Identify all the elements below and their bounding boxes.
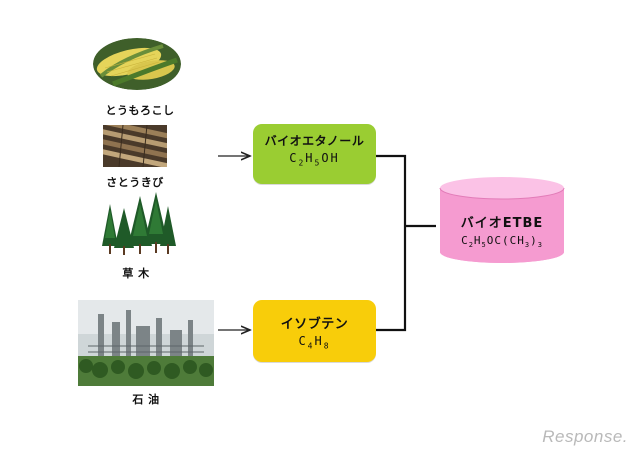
response-watermark: Response.: [542, 427, 628, 446]
corn-photo: [93, 38, 181, 90]
refinery-photo: [78, 300, 214, 386]
etbe-name: バイオETBE: [460, 216, 544, 231]
etbe-formula: C2H5OC(CH3)3: [461, 234, 543, 250]
line-bioethanol-merge: [376, 154, 407, 332]
sugarcane-label: さとうきび: [106, 176, 164, 189]
plants-label: 草 木: [122, 267, 150, 280]
sugarcane-photo: [103, 125, 167, 167]
etbe-text: バイオETBE C2H5OC(CH3)3: [432, 212, 572, 249]
isobutene-name: イソブテン: [280, 317, 349, 332]
etbe-cylinder: [439, 177, 565, 263]
forest-photo: [100, 190, 176, 256]
isobutene-box: イソブテン C4H8: [253, 300, 376, 362]
bioethanol-formula: C2H5OH: [289, 151, 340, 168]
bioethanol-box: バイオエタノール C2H5OH: [253, 124, 376, 184]
bioethanol-name: バイオエタノール: [264, 134, 365, 148]
corn-label: とうもろこし: [105, 104, 175, 117]
isobutene-formula: C4H8: [298, 334, 331, 351]
oil-label: 石 油: [132, 393, 160, 406]
